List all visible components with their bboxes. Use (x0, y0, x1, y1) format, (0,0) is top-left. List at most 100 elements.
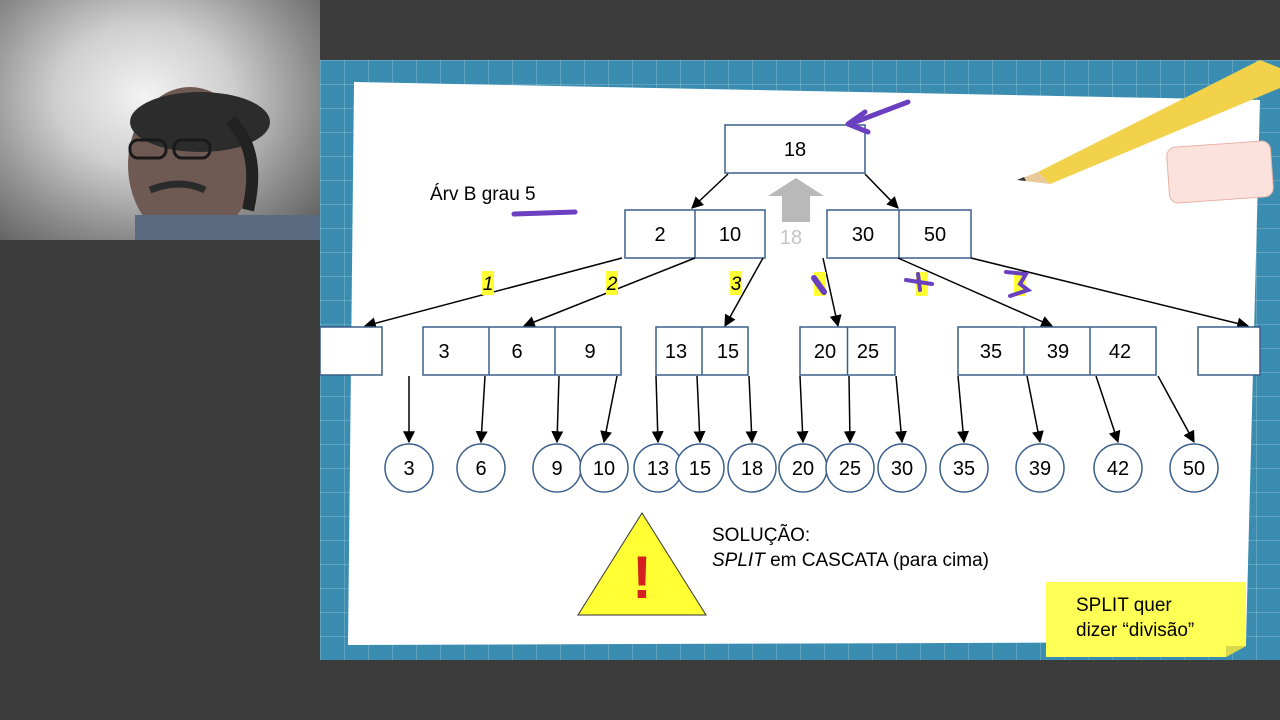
record-key: 30 (891, 458, 913, 480)
glasses-right-lens (172, 138, 212, 160)
record-pointer (895, 375, 907, 444)
record-circle (456, 443, 506, 493)
record-key: 39 (1029, 458, 1051, 480)
pencil-icon (1017, 60, 1280, 184)
record-circle (1093, 443, 1143, 493)
edge-label-highlight (482, 271, 494, 295)
promoted-key: 18 (780, 227, 802, 249)
warning-symbol: ! (632, 544, 652, 611)
record-circle (877, 443, 927, 493)
edge-root-left (691, 173, 729, 209)
leaf-node-5-key: 35 (980, 341, 1002, 363)
presenter-silhouette (128, 87, 320, 240)
internal-node-left-key: 10 (719, 224, 741, 246)
record-pointer (1026, 375, 1044, 444)
edge-label: 1 (483, 274, 494, 295)
solution-italic: SPLIT (712, 550, 766, 571)
record-pointer (600, 375, 618, 444)
edge-label: 2 (606, 274, 618, 295)
edge-child-4 (822, 257, 842, 328)
headphones (225, 115, 259, 212)
record-circle (825, 443, 875, 493)
leaf-node-2-key: 9 (584, 341, 595, 363)
leaf-node-5-key: 39 (1047, 341, 1069, 363)
record-key: 20 (792, 458, 814, 480)
ink-arrow-head (845, 109, 871, 135)
leaf-node-3-key: 15 (717, 341, 739, 363)
edge-child-3 (724, 257, 764, 328)
record-circle (579, 443, 629, 493)
record-pointer (475, 375, 488, 444)
leaf-node-2-key: 6 (511, 341, 522, 363)
edge-root-right (864, 173, 899, 209)
leaf-node-4-key: 25 (857, 341, 879, 363)
root-node (724, 124, 866, 174)
record-pointer (551, 375, 564, 444)
leaf-node-2 (422, 326, 622, 376)
edge-label-highlight (730, 271, 742, 295)
record-circle (1015, 443, 1065, 493)
edge-label: 3 (731, 274, 742, 295)
record-circle (727, 443, 777, 493)
record-circle (1169, 443, 1219, 493)
record-pointer (745, 375, 758, 444)
record-pointer (957, 375, 969, 444)
edge-child-6 (970, 257, 1250, 330)
internal-node-right-key: 50 (924, 224, 946, 246)
leaf-node-2-key: 3 (438, 341, 449, 363)
sticky-line-1: SPLIT quer (1076, 595, 1172, 616)
record-key: 18 (741, 458, 763, 480)
up-arrow-icon (768, 178, 824, 222)
record-key: 6 (475, 458, 486, 480)
solution-body: SPLIT em CASCATA (para cima) (712, 550, 989, 571)
leaf-node-3-key: 13 (665, 341, 687, 363)
record-pointer (1095, 375, 1121, 444)
record-circle (939, 443, 989, 493)
ink-arrow-stroke (847, 99, 911, 127)
record-circle (384, 443, 434, 493)
record-key: 25 (839, 458, 861, 480)
leaf-node-6 (1197, 326, 1261, 376)
edge-child-5 (897, 257, 1054, 328)
record-key: 13 (647, 458, 669, 480)
record-pointer (1157, 375, 1195, 444)
webcam-feed (0, 0, 320, 240)
record-pointer (796, 375, 809, 444)
presenter-shirt (135, 215, 320, 240)
presenter-moustache (148, 180, 207, 194)
edge-label-highlight (606, 271, 618, 295)
glasses-left-lens (128, 138, 168, 160)
internal-node-right-key: 30 (852, 224, 874, 246)
record-pointer (843, 375, 856, 444)
record-key: 50 (1183, 458, 1205, 480)
warning-triangle-icon: ! (577, 512, 707, 616)
solution-heading: SOLUÇÃO: (712, 524, 810, 546)
tree-title: Árv B grau 5 (430, 184, 536, 205)
ink-underline (511, 209, 578, 217)
leaf-node-4-key: 20 (814, 341, 836, 363)
record-key: 9 (551, 458, 562, 480)
root-node-key: 18 (784, 139, 806, 161)
presenter-hair (130, 92, 270, 152)
internal-node-left-key: 2 (654, 224, 665, 246)
ink-mark-6 (1004, 270, 1033, 298)
record-pointer (693, 375, 706, 444)
record-key: 10 (593, 458, 615, 480)
eraser-icon (1166, 140, 1274, 204)
record-pointer (651, 375, 664, 444)
leaf-node-5-key: 42 (1109, 341, 1131, 363)
sticky-note: SPLIT quer dizer “divisão” (1046, 582, 1246, 657)
sticky-line-2: dizer “divisão” (1076, 620, 1194, 641)
record-key: 15 (689, 458, 711, 480)
record-key: 42 (1107, 458, 1129, 480)
record-key: 35 (953, 458, 975, 480)
record-key: 3 (403, 458, 414, 480)
ink-mark-5 (904, 272, 934, 292)
solution-rest: em CASCATA (para cima) (765, 550, 989, 571)
leaf-node-5 (957, 326, 1157, 376)
ink-mark-4 (811, 275, 827, 295)
leaf-node-1 (320, 326, 383, 376)
record-circle (675, 443, 725, 493)
